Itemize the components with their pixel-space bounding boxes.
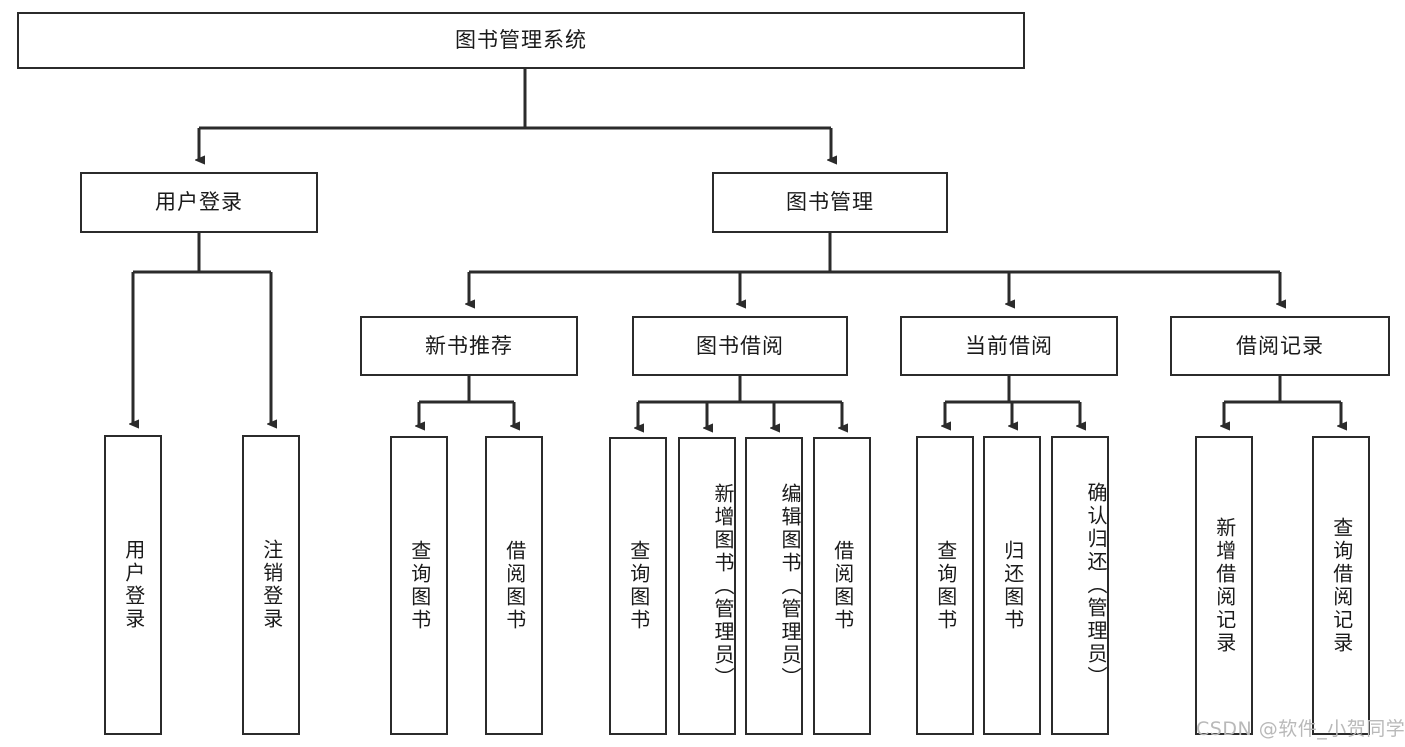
node-label: 查询图书 (933, 539, 958, 632)
node-root-library-system[interactable]: 图书管理系统 (17, 12, 1025, 69)
leaf-return-books[interactable]: 归还图书 (983, 436, 1041, 735)
node-label: 编辑图书（管理员） (778, 482, 802, 690)
node-label: 借阅图书 (502, 539, 527, 632)
leaf-confirm-return-admin[interactable]: 确认归还（管理员） (1051, 436, 1109, 735)
node-label: 查询图书 (407, 539, 432, 632)
node-label: 注销登录 (259, 539, 284, 631)
node-label: 查询借阅记录 (1329, 516, 1354, 655)
leaf-borrow-books-recommend[interactable]: 借阅图书 (485, 436, 543, 735)
node-label: 图书借阅 (696, 333, 784, 358)
node-book-management[interactable]: 图书管理 (712, 172, 948, 233)
node-label: 用户登录 (121, 539, 146, 631)
node-label: 当前借阅 (965, 333, 1053, 358)
leaf-logout-login[interactable]: 注销登录 (242, 435, 300, 735)
node-label: 新书推荐 (425, 333, 513, 358)
leaf-add-borrow-record[interactable]: 新增借阅记录 (1195, 436, 1253, 735)
node-label: 确认归还（管理员） (1084, 482, 1108, 689)
leaf-add-book-admin[interactable]: 新增图书（管理员） (678, 437, 736, 735)
node-label: 用户登录 (155, 190, 243, 215)
node-label: 查询图书 (626, 540, 651, 632)
node-new-book-recommend[interactable]: 新书推荐 (360, 316, 578, 376)
node-label: 图书管理系统 (455, 28, 587, 53)
node-borrow-records[interactable]: 借阅记录 (1170, 316, 1390, 376)
leaf-user-login[interactable]: 用户登录 (104, 435, 162, 735)
node-label: 新增图书（管理员） (711, 482, 735, 690)
leaf-query-borrow-record[interactable]: 查询借阅记录 (1312, 436, 1370, 735)
csdn-watermark: CSDN @软件_小贺同学 (1196, 714, 1405, 741)
node-label: 新增借阅记录 (1212, 516, 1237, 655)
node-user-login[interactable]: 用户登录 (80, 172, 318, 233)
node-label: 借阅图书 (830, 540, 855, 632)
watermark-text: CSDN @软件_小贺同学 (1196, 718, 1405, 740)
leaf-query-books-recommend[interactable]: 查询图书 (390, 436, 448, 735)
node-label: 借阅记录 (1236, 333, 1324, 358)
leaf-query-books-current[interactable]: 查询图书 (916, 436, 974, 735)
node-label: 归还图书 (1000, 539, 1025, 632)
node-book-borrow[interactable]: 图书借阅 (632, 316, 848, 376)
node-current-borrow[interactable]: 当前借阅 (900, 316, 1118, 376)
node-label: 图书管理 (786, 190, 874, 215)
leaf-query-books-borrow[interactable]: 查询图书 (609, 437, 667, 735)
leaf-borrow-books[interactable]: 借阅图书 (813, 437, 871, 735)
leaf-edit-book-admin[interactable]: 编辑图书（管理员） (745, 437, 803, 735)
